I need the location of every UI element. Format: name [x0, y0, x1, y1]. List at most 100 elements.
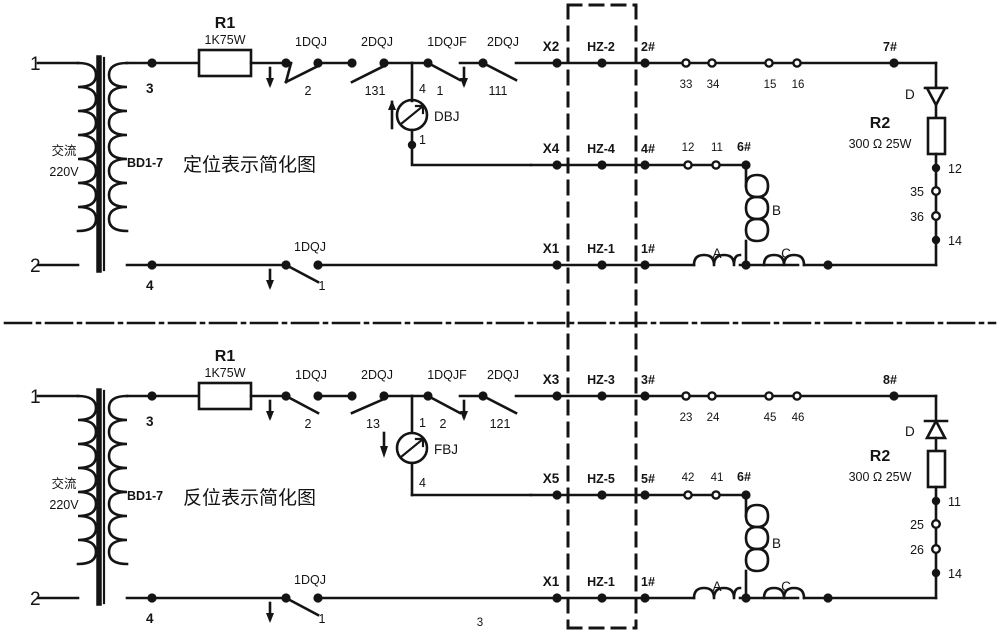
contact-2dqj2-num-top: 111	[488, 84, 507, 98]
terminal-3hash: 3#	[641, 373, 655, 387]
resistor-r1-top	[197, 48, 253, 78]
coil-a-bottom: A	[712, 579, 721, 594]
rail-mid-end-6hash-bottom: 6#	[737, 470, 751, 484]
rail-mid-node-11: 11	[711, 142, 723, 154]
coil-a-top: A	[712, 246, 721, 261]
relay-pin-bottom-bottom: 4	[419, 476, 426, 490]
terminal-x5: X5	[543, 471, 560, 486]
contact-bottom-num-top: 1	[319, 279, 326, 293]
rail-node-45: 45	[764, 412, 777, 424]
footer-note: 3	[477, 617, 483, 629]
contact-2dqj-num-bottom: 13	[366, 417, 380, 431]
contact-2dqj2-name-top: 2DQJ	[487, 35, 519, 49]
rail-node-34: 34	[707, 79, 720, 91]
resistor-r2-bottom	[926, 449, 947, 489]
src-terminal-1-top: 1	[30, 54, 41, 75]
terminal-hz1-top: HZ-1	[587, 242, 615, 256]
contact-1dqj-name-bottom: 1DQJ	[295, 368, 327, 382]
rail-node-23: 23	[680, 412, 693, 424]
cable-route-box	[566, 3, 638, 630]
ac-label-line1-bottom: 交流	[51, 476, 77, 491]
rail-mid-node-42: 42	[682, 472, 695, 484]
diode-label-top: D	[905, 87, 915, 102]
contact-1dqjf-name-top: 1DQJF	[427, 35, 467, 49]
junction-dots	[147, 58, 941, 603]
labels-top: 1 2 交流 220V BD1-7 3 4 R1 1K75W 定位表示简化图 1…	[30, 15, 962, 293]
r1-name-bottom: R1	[215, 348, 236, 365]
sec-pin-3-top: 3	[146, 81, 154, 96]
r2-name-bottom: R2	[870, 448, 891, 465]
sec-pin-3-bottom: 3	[146, 414, 154, 429]
ac-label-line2-bottom: 220V	[49, 498, 79, 512]
rnode-14-bottom: 14	[948, 567, 962, 581]
terminal-4hash: 4#	[641, 142, 655, 156]
ac-source-bottom	[36, 388, 129, 606]
r2-value-top: 300 Ω 25W	[849, 137, 912, 151]
relay-pin-top-top: 4	[419, 82, 426, 96]
r2-value-bottom: 300 Ω 25W	[849, 470, 912, 484]
terminal-x2: X2	[543, 39, 560, 54]
rnode-12-top: 12	[948, 162, 962, 176]
transformer-label-top: BD1-7	[127, 156, 163, 170]
rnode-36-top: 36	[910, 210, 924, 224]
r1-name-top: R1	[215, 15, 236, 32]
rail-end-7hash: 7#	[883, 40, 897, 54]
terminal-1hash-top: 1#	[641, 242, 655, 256]
contact-bottom-name-top: 1DQJ	[294, 240, 326, 254]
terminal-x1-top: X1	[543, 241, 560, 256]
contact-1dqj-num-bottom: 2	[305, 417, 312, 431]
terminal-x1-bottom: X1	[543, 574, 560, 589]
rail-node-15: 15	[764, 79, 777, 91]
diode-tri-top	[924, 86, 948, 108]
terminal-hz5: HZ-5	[587, 472, 615, 486]
r1-value-bottom: 1K75W	[205, 366, 246, 380]
contact-1dqjf-name-bottom: 1DQJF	[427, 368, 467, 382]
resistor-r1-bottom	[197, 381, 253, 411]
rnode-11-bottom: 11	[948, 495, 961, 509]
rail-mid-node-41: 41	[711, 472, 724, 484]
contact-2dqj-name-bottom: 2DQJ	[361, 368, 393, 382]
resistor-r2-top	[926, 116, 947, 156]
terminal-hz3: HZ-3	[587, 373, 615, 387]
contact-bottom-name-bottom: 1DQJ	[294, 573, 326, 587]
rail-end-8hash: 8#	[883, 373, 897, 387]
sec-pin-4-top: 4	[146, 278, 154, 293]
relay-name-fbj: FBJ	[434, 442, 458, 457]
rail-node-24: 24	[707, 412, 720, 424]
contact-2dqj2-num-bottom: 121	[490, 417, 511, 431]
terminal-5hash: 5#	[641, 472, 655, 486]
ac-label-line1-top: 交流	[51, 143, 77, 158]
diode-label-bottom: D	[905, 424, 915, 439]
src-terminal-2-top: 2	[30, 256, 41, 277]
rnode-25-bottom: 25	[910, 518, 924, 532]
terminal-hz1-bottom: HZ-1	[587, 575, 615, 589]
rail-node-16: 16	[792, 79, 805, 91]
rnode-35-top: 35	[910, 185, 924, 199]
rail-node-46: 46	[792, 412, 805, 424]
terminal-hz4: HZ-4	[587, 142, 615, 156]
contact-1dqj-num-top: 2	[305, 84, 312, 98]
rail-mid-end-6hash-top: 6#	[737, 140, 751, 154]
panel-bottom	[36, 381, 949, 623]
src-terminal-2-bottom: 2	[30, 589, 41, 610]
terminal-circles	[681, 58, 942, 555]
coil-c-top: C	[781, 246, 791, 261]
panel-title-top: 定位表示简化图	[183, 154, 316, 176]
ac-label-line2-top: 220V	[49, 165, 79, 179]
contact-2dqj-name-top: 2DQJ	[361, 35, 393, 49]
transformer-label-bottom: BD1-7	[127, 489, 163, 503]
contact-1dqjf-num-bottom: 2	[440, 417, 447, 431]
r1-value-top: 1K75W	[205, 33, 246, 47]
terminal-1hash-bottom: 1#	[641, 575, 655, 589]
contact-2dqj-num-top: 131	[365, 84, 386, 98]
rnode-26-bottom: 26	[910, 543, 924, 557]
contact-1dqjf-num-top: 1	[437, 84, 444, 98]
contact-1dqj-name-top: 1DQJ	[295, 35, 327, 49]
contact-bottom-num-bottom: 1	[319, 612, 326, 626]
terminal-hz2: HZ-2	[587, 40, 615, 54]
rail-node-33: 33	[680, 79, 693, 91]
coil-b-bottom: B	[772, 536, 781, 551]
